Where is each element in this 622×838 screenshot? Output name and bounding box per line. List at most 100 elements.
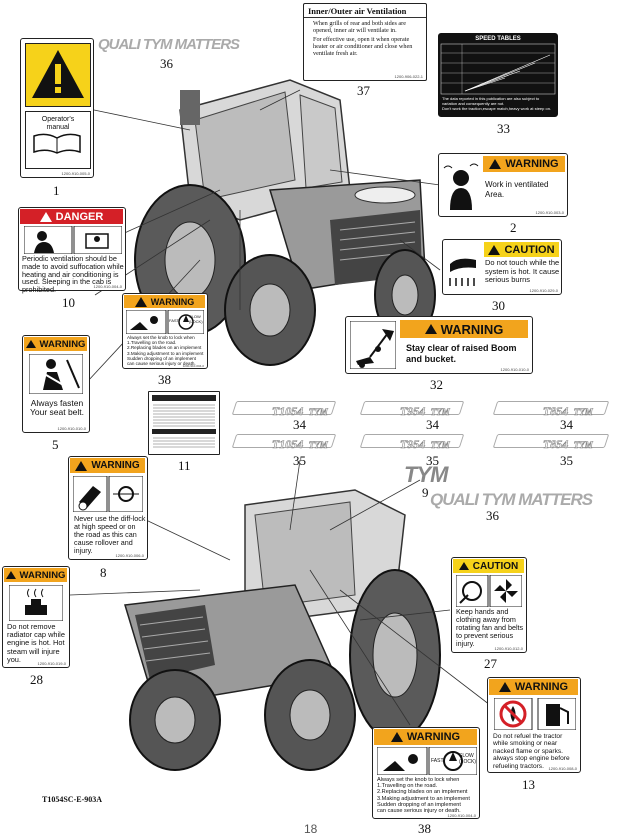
page-number: 18 <box>304 822 318 836</box>
decal-33-speed-tables: SPEED TABLES The data reported in this p… <box>438 33 558 117</box>
decal-38-top-line-2: 1.Travelling on the road. <box>127 340 177 346</box>
person-gas-icon <box>443 163 479 210</box>
callout-9: 9 <box>422 485 429 500</box>
decal-30-header-text: CAUTION <box>504 243 555 256</box>
rollover-icon <box>73 476 143 512</box>
decal-27-header-text: CAUTION <box>472 560 519 572</box>
decal-8-code: 1200-910-006-0 <box>115 553 144 558</box>
decal-28-header-text: WARNING <box>19 569 66 581</box>
decal-38-top-line-3: 2.Replacing blades on an implement <box>127 345 202 351</box>
decal-38-bottom-line-6: can cause serious injury or death. <box>377 808 461 815</box>
book-icon <box>33 133 81 154</box>
danger-triangle-icon <box>39 211 52 222</box>
callout-2: 2 <box>510 220 517 235</box>
decal-1-manual-panel: Operator's manual <box>25 111 91 169</box>
decal-28-radiator-cap: WARNING Do not remove radiator cap while… <box>2 566 70 668</box>
figure-code: T1054SC-E-903A <box>42 795 103 804</box>
stripe-35-1-model: T1054 <box>271 437 304 452</box>
decal-38-bottom-lines: Always set the knob to lock when 1.Trave… <box>377 777 470 814</box>
decal-13-text: Do not refuel the tractor while smoking … <box>493 733 570 770</box>
stripe-34-2-brand: TYM <box>431 407 451 418</box>
decal-2-header: WARNING <box>483 156 565 172</box>
stripe-35-3-model: T854 <box>542 437 569 452</box>
decal-28-header: WARNING <box>4 568 67 582</box>
stripe-34-1-brand: TYM <box>309 407 329 418</box>
callout-36-top: 36 <box>160 56 173 71</box>
callout-13: 13 <box>522 777 535 792</box>
decal-38-bottom-line-4: 3.Making adjustment to an implement <box>377 795 470 802</box>
fan-belt-icon <box>456 575 522 607</box>
decal-1-code: 1200-910-005-0 <box>61 171 90 176</box>
callout-38-top: 38 <box>158 372 171 387</box>
decal-36-brand-top: QUALI TYM MATTERS <box>98 36 240 53</box>
callout-35-3: 35 <box>560 453 573 468</box>
exclamation-triangle-icon <box>32 50 84 98</box>
stripe-34-3-brand: TYM <box>574 407 594 418</box>
decal-37-bullet-2: For effective use, open it when operate … <box>313 36 413 57</box>
decal-32-code: 1200-910-010-0 <box>500 367 529 372</box>
caution-triangle-icon <box>488 244 501 255</box>
tractor-bottom-illustration <box>124 489 441 771</box>
warning-triangle-icon <box>498 682 511 692</box>
decal-38-top-line-5: Sudden dropping of an implement <box>127 355 196 361</box>
radiator-steam-icon <box>9 585 63 621</box>
decal-13-refuel: WARNING Do not refuel the tractor while … <box>487 677 581 773</box>
decal-38-top-line-6: can cause serious injury or death. <box>127 361 196 367</box>
decal-5-seat-belt: WARNING Always fasten Your seat belt. 12… <box>22 335 90 433</box>
decal-5-header-text: WARNING <box>39 338 86 350</box>
stripe-35-1-brand: TYM <box>309 440 329 451</box>
warning-triangle-icon <box>390 732 403 742</box>
decal-35-stripe-1: T1054 TYM <box>231 434 337 451</box>
decal-2-header-text: WARNING <box>505 158 559 170</box>
decal-8-header-text: WARNING <box>91 460 140 471</box>
decal-5-code: 1200-910-010-0 <box>57 426 86 431</box>
decal-28-code: 1200-910-019-0 <box>37 661 66 666</box>
decal-8-header: WARNING <box>70 458 145 473</box>
warning-triangle-icon <box>489 159 502 169</box>
decal-30-text: Do not touch while the system is hot. It… <box>485 258 560 284</box>
warning-triangle-icon <box>134 296 147 307</box>
decal-38-bottom-line-5: Sudden dropping of an implement <box>377 801 461 808</box>
caution-triangle-icon <box>458 562 469 570</box>
decal-27-text: Keep hands and clothing away from rotati… <box>456 607 524 648</box>
warning-triangle-icon <box>5 571 16 579</box>
decal-38-bottom-line-3: 2.Replacing blades on an implement <box>377 789 468 796</box>
decal-38-top-code: 1200-910-004-0 <box>182 364 204 368</box>
callout-28: 28 <box>30 672 43 687</box>
decal-38-top-line-4: 3.Making adjustment to an implement <box>127 350 204 356</box>
decal-37-title: Inner/Outer air Ventilation <box>304 4 426 18</box>
decal-37-ventilation: Inner/Outer air Ventilation When grills … <box>303 3 427 81</box>
decal-38-hydraulic-lock-top: WARNING FAST SLOW (LOCK) Always set the … <box>122 293 208 369</box>
callout-34-3: 34 <box>560 417 573 432</box>
decal-1-warning-panel <box>25 43 91 107</box>
instruction-text-graphic <box>152 395 216 448</box>
speed-table-graphic <box>440 43 556 95</box>
stripe-35-2-brand: TYM <box>431 440 451 451</box>
stripe-35-2-model: T954 <box>399 437 426 452</box>
decal-32-raised-boom: WARNING Stay clear of raised Boom and bu… <box>345 316 533 374</box>
callout-36-bottom: 36 <box>486 508 499 523</box>
callout-35-2: 35 <box>426 453 439 468</box>
decal-33-note-2: Don't work the traction,escape match,hea… <box>442 106 552 111</box>
decal-32-header: WARNING <box>400 320 528 338</box>
decal-34-stripe-2: T954 TYM <box>359 401 465 418</box>
callout-32: 32 <box>430 377 443 392</box>
no-flame-fuel-icon <box>494 698 576 730</box>
decal-8-diff-lock: WARNING Never use the diff-lock at high … <box>68 456 148 560</box>
decal-33-title: SPEED TABLES <box>475 36 521 42</box>
decal-10-text: Periodic ventilation should be made to a… <box>22 254 124 295</box>
decal-38-bottom-header: WARNING <box>374 729 477 745</box>
callout-10: 10 <box>62 295 75 310</box>
decal-38-bottom-slow: SLOW (LOCK) <box>459 753 476 765</box>
callout-38-bottom: 38 <box>418 821 431 836</box>
stripe-34-2-model: T954 <box>399 404 426 419</box>
warning-triangle-icon <box>25 340 36 348</box>
decal-30-code: 1200-910-029-0 <box>529 288 558 293</box>
warning-triangle-icon <box>424 324 437 334</box>
decal-38-top-header: WARNING <box>124 295 205 308</box>
decal-35-stripe-2: T954 TYM <box>359 434 465 451</box>
decal-38-hydraulic-lock-bottom: WARNING FAST SLOW (LOCK) Always set the … <box>372 727 480 819</box>
decal-37-bullet-1: When grills of rear and both sides are o… <box>313 20 406 34</box>
